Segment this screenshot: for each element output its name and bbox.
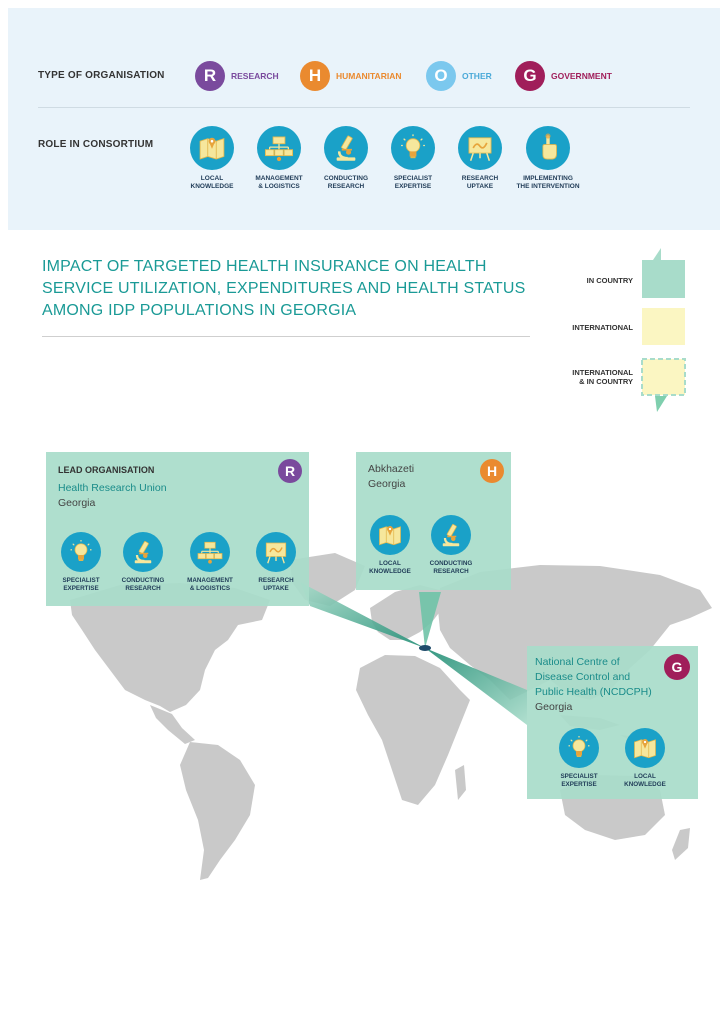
type-of-organisation-label: TYPE OF ORGANISATION	[38, 70, 165, 81]
lead-role-research-uptake: RESEARCH UPTAKE	[241, 532, 311, 593]
international-in-country-label: INTERNATIONAL & IN COUNTRY	[572, 368, 633, 386]
lead-organisation-card: LEAD ORGANISATION Health Research Union …	[46, 452, 309, 606]
presentation-icon	[458, 126, 502, 170]
legend-type-humanitarian: H HUMANITARIAN	[300, 61, 401, 91]
in-country-label: IN COUNTRY	[586, 276, 633, 285]
role-label: CONDUCTING RESEARCH	[323, 175, 369, 190]
ncdcph-role-specialist-expertise: SPECIALIST EXPERTISE	[544, 728, 614, 789]
role-label: RESEARCH UPTAKE	[461, 175, 499, 190]
lightbulb-icon	[391, 126, 435, 170]
ncdcph-country: Georgia	[535, 701, 573, 713]
role-label: MANAGEMENT & LOGISTICS	[187, 577, 233, 592]
role-label: CONDUCTING RESEARCH	[429, 560, 473, 575]
role-label: LOCAL KNOWLEDGE	[369, 560, 411, 575]
abkhazeti-country: Georgia	[368, 478, 406, 490]
legend-type-research: R RESEARCH	[195, 61, 279, 91]
legend-type-other: O OTHER	[426, 61, 492, 91]
link-beam-ncdc	[425, 648, 527, 725]
page-title: IMPACT OF TARGETED HEALTH INSURANCE ON H…	[42, 258, 526, 319]
research-badge: R	[195, 61, 225, 91]
lead-org-country: Georgia	[58, 497, 96, 509]
map-icon	[370, 515, 410, 555]
role-in-consortium-label: ROLE IN CONSORTIUM	[38, 139, 154, 150]
role-label: MANAGEMENT & LOGISTICS	[255, 175, 303, 190]
title-divider	[42, 336, 530, 337]
microscope-icon	[324, 126, 368, 170]
role-label: LOCAL KNOWLEDGE	[624, 773, 666, 788]
international-in-country-swatch	[641, 358, 686, 412]
org-chart-icon	[190, 532, 230, 572]
map-icon	[190, 126, 234, 170]
legend-role-local-knowledge: LOCAL KNOWLEDGE	[167, 126, 257, 191]
role-label: IMPLEMENTING THE INTERVENTION	[516, 175, 580, 190]
international-label: INTERNATIONAL	[572, 323, 633, 332]
hand-pointer-icon	[526, 126, 570, 170]
world-map	[70, 553, 712, 880]
abkhazeti-card: Abkhazeti Georgia H LOCAL KNOWLEDGE COND…	[356, 452, 511, 590]
lead-heading: LEAD ORGANISATION	[58, 465, 155, 475]
other-badge: O	[426, 61, 456, 91]
microscope-icon	[431, 515, 471, 555]
lightbulb-icon	[61, 532, 101, 572]
map-icon	[625, 728, 665, 768]
legend-role-research-uptake: RESEARCH UPTAKE	[435, 126, 525, 191]
humanitarian-badge: H	[300, 61, 330, 91]
research-label: RESEARCH	[231, 71, 279, 81]
legend-type-government: G GOVERNMENT	[515, 61, 612, 91]
org-chart-icon	[257, 126, 301, 170]
government-badge: G	[664, 654, 690, 680]
abkhazeti-role-local-knowledge: LOCAL KNOWLEDGE	[355, 515, 425, 576]
georgia-marker	[419, 645, 431, 651]
ncdcph-name: National Centre of Disease Control and P…	[535, 656, 652, 698]
ncdcph-card: National Centre of Disease Control and P…	[527, 646, 698, 799]
legend-panel: TYPE OF ORGANISATION R RESEARCH H HUMANI…	[8, 8, 720, 230]
presentation-icon	[256, 532, 296, 572]
role-label: LOCAL KNOWLEDGE	[190, 175, 234, 190]
role-label: SPECIALIST EXPERTISE	[393, 175, 433, 190]
lead-role-conducting-research: CONDUCTING RESEARCH	[108, 532, 178, 593]
link-beam-lead	[300, 582, 425, 648]
lead-org-name: Health Research Union	[58, 482, 167, 494]
legend-role-implementing: IMPLEMENTING THE INTERVENTION	[503, 126, 593, 191]
role-label: CONDUCTING RESEARCH	[121, 577, 165, 592]
government-label: GOVERNMENT	[551, 71, 612, 81]
in-country-swatch	[642, 248, 685, 298]
lead-role-management: MANAGEMENT & LOGISTICS	[175, 532, 245, 593]
abkhazeti-name: Abkhazeti	[368, 463, 415, 475]
lightbulb-icon	[559, 728, 599, 768]
lead-role-specialist-expertise: SPECIALIST EXPERTISE	[46, 532, 116, 593]
legend-role-management: MANAGEMENT & LOGISTICS	[234, 126, 324, 191]
international-swatch	[642, 308, 685, 345]
role-label: RESEARCH UPTAKE	[258, 577, 294, 592]
abkhazeti-role-conducting-research: CONDUCTING RESEARCH	[416, 515, 486, 576]
legend-divider	[38, 107, 690, 108]
humanitarian-badge: H	[480, 459, 504, 483]
research-badge: R	[278, 459, 302, 483]
government-badge: G	[515, 61, 545, 91]
link-beam-abkhazeti	[419, 592, 441, 648]
other-label: OTHER	[462, 71, 492, 81]
microscope-icon	[123, 532, 163, 572]
legend-role-conducting-research: CONDUCTING RESEARCH	[301, 126, 391, 191]
ncdcph-role-local-knowledge: LOCAL KNOWLEDGE	[610, 728, 680, 789]
role-label: SPECIALIST EXPERTISE	[62, 577, 100, 592]
legend-role-specialist-expertise: SPECIALIST EXPERTISE	[368, 126, 458, 191]
humanitarian-label: HUMANITARIAN	[336, 71, 402, 81]
role-label: SPECIALIST EXPERTISE	[560, 773, 598, 788]
